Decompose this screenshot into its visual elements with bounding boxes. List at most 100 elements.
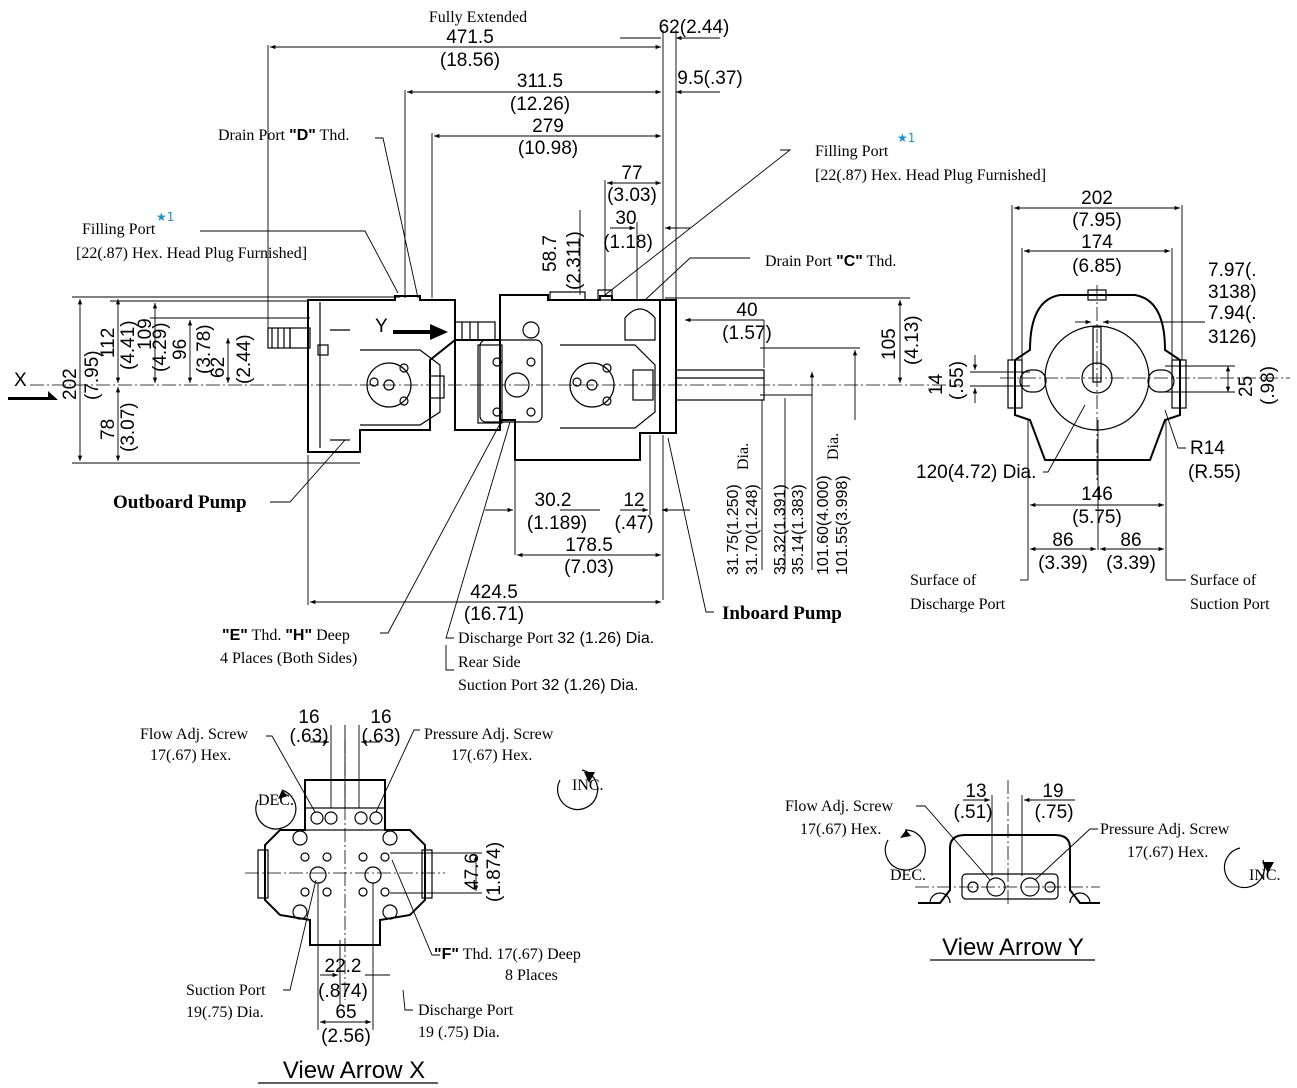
inboard-pump-body — [479, 289, 765, 461]
key-dim-1: 35.32(1.391) — [772, 484, 789, 575]
vy-pressure-hex: 17(.67) Hex. — [1127, 844, 1208, 861]
filling-port-left: Filling Port — [82, 221, 156, 238]
y-arrow-label: Y — [375, 316, 388, 337]
vy-dec: DEC. — [890, 867, 926, 884]
dim-9-5: 9.5(.37) — [677, 68, 742, 89]
view-y-title: View Arrow Y — [942, 934, 1084, 961]
vx-dec: DEC. — [258, 792, 294, 809]
e-thread-label: "E" Thd. "H" Deep — [222, 627, 350, 644]
dia-120: 120(4.72) Dia. — [916, 462, 1036, 483]
dim-78-in: (3.07) — [118, 402, 139, 452]
outboard-pump-label: Outboard Pump — [113, 492, 247, 513]
dim-77: 77 — [621, 163, 642, 184]
end-dim-174-in: (6.85) — [1072, 256, 1122, 277]
dim-112: 112 — [98, 328, 119, 358]
vx-dim-47-6-in: (1.874) — [484, 842, 505, 902]
discharge-port-label: Discharge Port 32 (1.26) Dia. — [458, 630, 654, 647]
dim-178-5-in: (7.03) — [564, 557, 614, 578]
dim-58-7-in: (2.311) — [564, 231, 585, 290]
end-dim-146-in: (5.75) — [1072, 507, 1122, 528]
filling-port-left-note: [22(.87) Hex. Head Plug Furnished] — [76, 245, 307, 262]
radius-14-in: (R.55) — [1188, 462, 1241, 483]
surface-discharge-1: Surface of — [910, 572, 977, 589]
vy-dim-19-in: (.75) — [1034, 802, 1073, 823]
dim-30-2: 30.2 — [535, 490, 572, 511]
dim-471-in: (18.56) — [440, 50, 500, 71]
vx-f-thread: "F" Thd. 17(.67) Deep — [434, 946, 581, 963]
dim-279-in: (10.98) — [518, 138, 578, 159]
vx-flow-screw: Flow Adj. Screw — [140, 726, 248, 743]
vx-suction-port: Suction Port — [186, 982, 266, 999]
dim-96: 96 — [170, 339, 191, 360]
surface-suction-1: Surface of — [1190, 572, 1257, 589]
end-dim-86a-in: (3.39) — [1038, 553, 1088, 574]
surface-discharge-2: Discharge Port — [910, 596, 1006, 613]
pilot-dia-label: Dia. — [825, 433, 842, 460]
pilot-dia-2: 101.55(3.998) — [834, 475, 851, 575]
vx-dim-16a: 16 — [298, 707, 319, 728]
vx-flow-hex: 17(.67) Hex. — [150, 747, 231, 764]
dim-77-in: (3.03) — [607, 185, 657, 206]
dim-202: 202 — [60, 368, 81, 400]
vx-dim-22-2: 22.2 — [325, 956, 362, 977]
dim-424-5-in: (16.71) — [464, 604, 524, 625]
end-dim-202-in: (7.95) — [1072, 210, 1122, 231]
dim-78: 78 — [98, 419, 119, 440]
fully-extended-label: Fully Extended — [429, 9, 527, 26]
end-dim-25-in: (.98) — [1258, 366, 1279, 405]
y-view-arrow — [393, 324, 448, 340]
vy-dim-13: 13 — [965, 781, 986, 802]
dim-62b-in: (2.44) — [234, 334, 255, 384]
vx-suction-dia: 19(.75) Dia. — [186, 1004, 264, 1021]
vx-dim-47-6: 47.6 — [462, 853, 483, 890]
dim-279: 279 — [532, 116, 564, 137]
dim-112-in: (4.41) — [118, 320, 139, 370]
star-note-left: ★1 — [156, 210, 174, 224]
filling-port-right-note: [22(.87) Hex. Head Plug Furnished] — [815, 167, 1046, 184]
end-dim-86b: 86 — [1120, 530, 1141, 551]
dim-40: 40 — [736, 300, 757, 321]
dim-30-2-in: (1.189) — [527, 513, 587, 534]
end-dim-86b-in: (3.39) — [1106, 553, 1156, 574]
surface-suction-2: Suction Port — [1190, 596, 1270, 613]
end-view — [970, 205, 1290, 581]
e-thread-places: 4 Places (Both Sides) — [220, 650, 357, 667]
view-arrow-y — [884, 780, 1274, 905]
x-arrow-label: X — [14, 370, 27, 391]
keyway-4: 3126) — [1208, 327, 1257, 348]
view-arrow-x — [245, 725, 599, 1030]
shaft-dia-1: 31.75(1.250) — [725, 484, 742, 575]
dim-105: 105 — [879, 328, 900, 360]
vy-dim-19: 19 — [1042, 781, 1063, 802]
vx-dim-16b: 16 — [370, 707, 391, 728]
drain-port-c-label: Drain Port "C" Thd. — [765, 253, 896, 270]
dim-471: 471.5 — [446, 27, 494, 48]
dim-424-5: 424.5 — [470, 582, 518, 603]
vx-pressure-screw: Pressure Adj. Screw — [424, 726, 554, 743]
vx-dim-22-2-in: (.874) — [318, 981, 368, 1002]
vx-dim-65: 65 — [335, 1002, 356, 1023]
outboard-pump-body — [267, 295, 456, 453]
end-dim-146: 146 — [1081, 484, 1113, 505]
side-view — [8, 30, 960, 671]
pilot-dia-1: 101.60(4.000) — [815, 475, 832, 575]
keyway-3: 7.94(. — [1208, 303, 1257, 324]
end-dim-14-in: (.55) — [947, 361, 968, 400]
key-dim-2: 35.14(1.383) — [790, 484, 807, 575]
dim-109: 109 — [135, 318, 156, 350]
dim-40-in: (1.57) — [722, 323, 772, 344]
coupling-section — [454, 321, 503, 431]
vy-flow-screw: Flow Adj. Screw — [785, 798, 893, 815]
end-dim-14: 14 — [926, 373, 947, 395]
dim-30-in: (1.18) — [603, 232, 653, 253]
x-view-arrow — [8, 391, 58, 400]
dim-311: 311.5 — [517, 71, 563, 92]
dim-311-in: (12.26) — [510, 94, 570, 115]
shaft-dia-2: 31.70(1.248) — [744, 484, 761, 575]
filling-port-right: Filling Port — [815, 143, 889, 160]
vy-flow-hex: 17(.67) Hex. — [800, 821, 881, 838]
dim-62b: 62 — [208, 357, 229, 378]
dim-58-7: 58.7 — [540, 235, 561, 272]
rear-side-label: Rear Side — [458, 654, 521, 671]
shaft-dia-label: Dia. — [735, 443, 752, 470]
